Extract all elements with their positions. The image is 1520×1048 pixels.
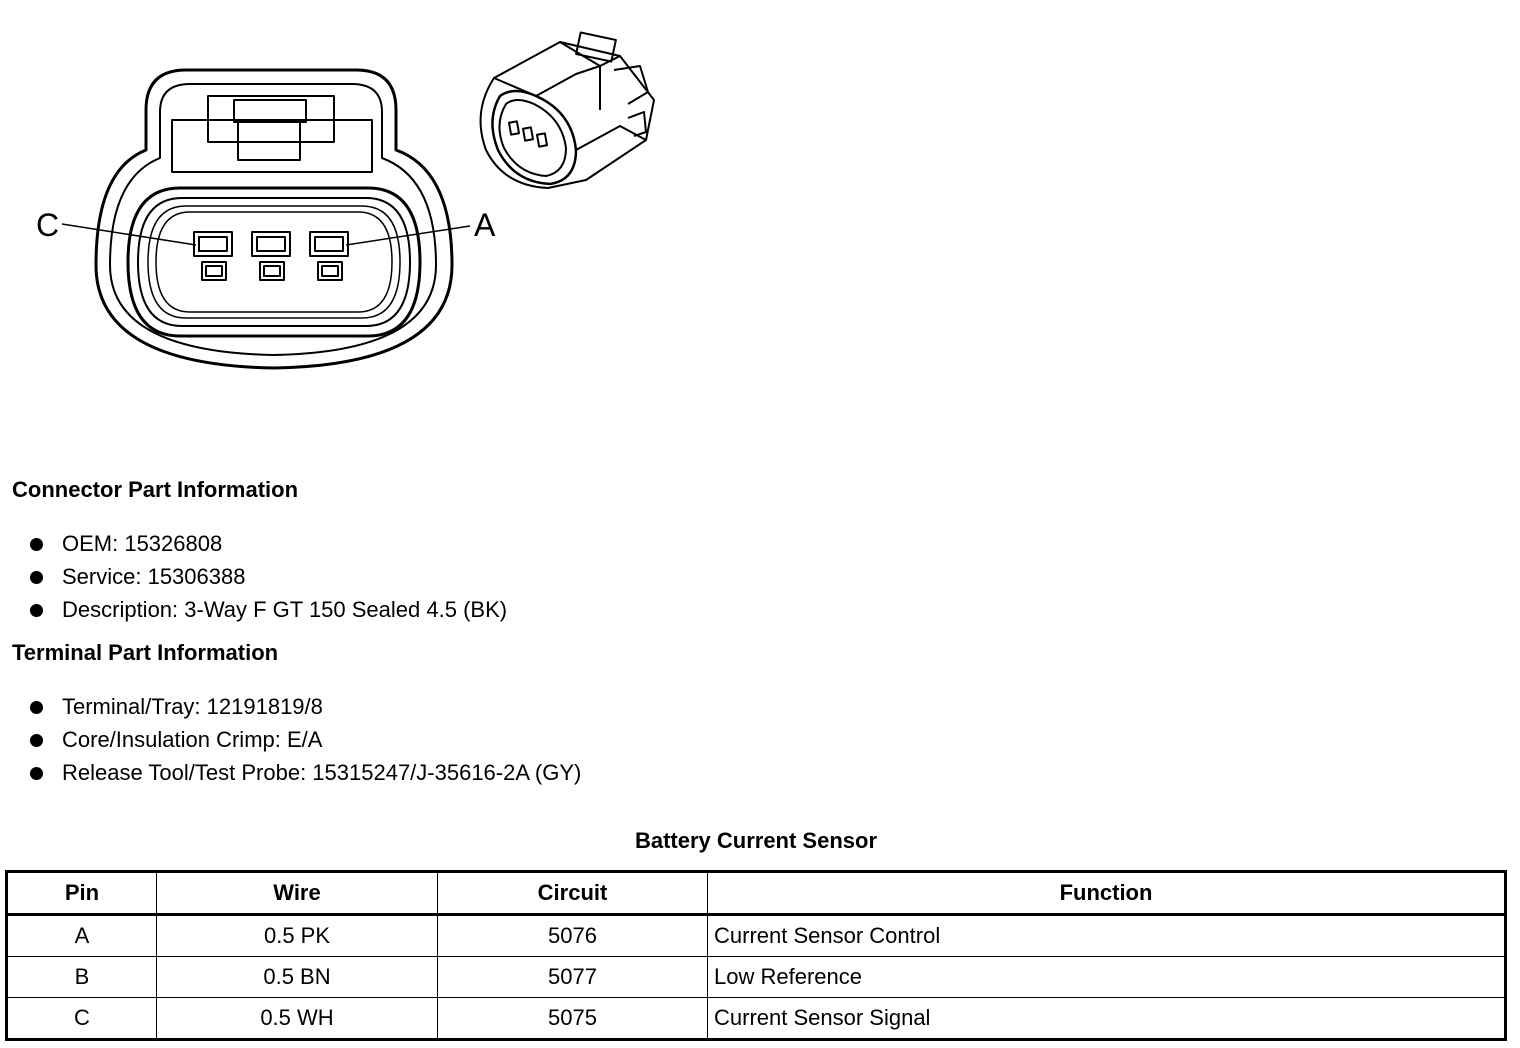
pin-label-a: A xyxy=(474,207,496,243)
table-row: A 0.5 PK 5076 Current Sensor Control xyxy=(6,914,1506,957)
cell-wire: 0.5 PK xyxy=(156,914,438,957)
table-row: C 0.5 WH 5075 Current Sensor Signal xyxy=(6,997,1506,1040)
bullet-icon xyxy=(30,538,43,551)
list-item: Terminal/Tray: 12191819/8 xyxy=(30,694,581,727)
list-item: Service: 15306388 xyxy=(30,564,507,597)
connector-housing-outline xyxy=(94,68,454,370)
cell-function: Low Reference xyxy=(707,956,1506,998)
connector-info-list: OEM: 15326808 Service: 15306388 Descript… xyxy=(30,531,507,630)
cell-function: Current Sensor Control xyxy=(707,914,1506,957)
bullet-icon xyxy=(30,604,43,617)
table-title: Battery Current Sensor xyxy=(634,828,878,853)
pinout-table: Pin Wire Circuit Function A 0.5 PK 5076 … xyxy=(5,870,1507,1041)
leader-line-a xyxy=(345,225,471,246)
list-item: Description: 3-Way F GT 150 Sealed 4.5 (… xyxy=(30,597,507,630)
bullet-icon xyxy=(30,767,43,780)
list-item: Release Tool/Test Probe: 15315247/J-3561… xyxy=(30,760,581,793)
bullet-icon xyxy=(30,571,43,584)
header-pin: Pin xyxy=(6,871,157,916)
header-circuit: Circuit xyxy=(437,871,708,916)
connector-diagram: C A xyxy=(36,31,655,370)
pin-label-c: C xyxy=(36,207,59,243)
header-function: Function xyxy=(707,871,1506,916)
connector-info-title: Connector Part Information xyxy=(12,477,299,502)
pin-cavity-b xyxy=(251,231,291,281)
pin-cavity-c xyxy=(193,231,233,281)
cell-circuit: 5077 xyxy=(437,956,708,998)
leader-line-c xyxy=(61,223,197,246)
header-wire: Wire xyxy=(156,871,438,916)
bullet-icon xyxy=(30,701,43,714)
latch xyxy=(171,119,373,173)
cell-pin: A xyxy=(6,914,157,957)
cell-circuit: 5075 xyxy=(437,997,708,1040)
cell-pin: B xyxy=(6,956,157,998)
cell-wire: 0.5 BN xyxy=(156,956,438,998)
connector-isometric-view xyxy=(479,31,655,189)
list-item: Core/Insulation Crimp: E/A xyxy=(30,727,581,760)
bullet-icon xyxy=(30,734,43,747)
table-header-row: Pin Wire Circuit Function xyxy=(6,871,1506,916)
list-item: OEM: 15326808 xyxy=(30,531,507,564)
cell-circuit: 5076 xyxy=(437,914,708,957)
cell-wire: 0.5 WH xyxy=(156,997,438,1040)
table-row: B 0.5 BN 5077 Low Reference xyxy=(6,956,1506,998)
terminal-info-title: Terminal Part Information xyxy=(12,640,279,665)
terminal-info-list: Terminal/Tray: 12191819/8 Core/Insulatio… xyxy=(30,694,581,793)
pin-cavity-a xyxy=(309,231,349,281)
cell-pin: C xyxy=(6,997,157,1040)
cell-function: Current Sensor Signal xyxy=(707,997,1506,1040)
connector-face xyxy=(126,186,422,338)
